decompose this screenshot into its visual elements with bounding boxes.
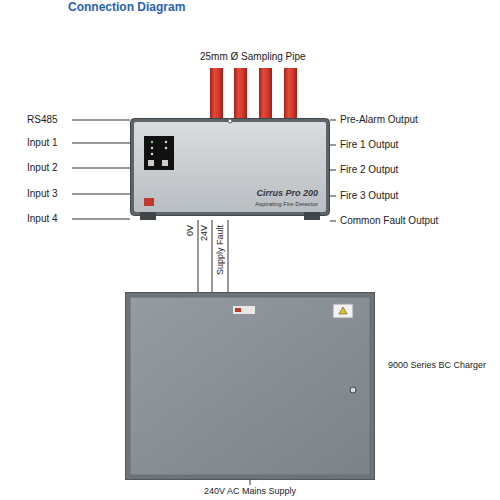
sampling-pipe (259, 68, 272, 120)
wire-line (198, 220, 199, 292)
signal-label: Fire 3 Output (340, 190, 398, 202)
wire-label: 24V (199, 225, 210, 241)
leader-line (72, 168, 130, 169)
node-art (125, 292, 375, 480)
mains-label: 240V AC Mains Supply (204, 486, 296, 497)
sampling-pipe (284, 68, 297, 120)
leader-line (330, 221, 336, 222)
leader-line (330, 145, 336, 146)
signal-label: Pre-Alarm Output (340, 114, 418, 126)
sampling-pipe (210, 68, 223, 120)
signal-label: Input 3 (27, 188, 58, 200)
charger-label: 9000 Series BC Charger (388, 360, 486, 371)
charger-illustration (125, 292, 375, 480)
wire-line (228, 220, 229, 292)
sampling-pipes (210, 68, 297, 120)
sampling-pipe (234, 68, 247, 120)
wire (212, 220, 213, 292)
wire (228, 220, 229, 292)
signal-label: Fire 2 Output (340, 164, 398, 176)
signal-label: Input 2 (27, 162, 58, 174)
signal-label: Input 4 (27, 213, 58, 225)
product-name: Cirrus Pro 200 (256, 188, 318, 199)
signal-label: Fire 1 Output (340, 139, 398, 151)
product-subtitle: Aspirating Fire Detector (255, 201, 318, 208)
pipe-label: 25mm Ø Sampling Pipe (200, 51, 306, 63)
wire-label: 0V (185, 225, 196, 236)
leader-line (72, 219, 130, 220)
wire-label: Supply Fault (215, 225, 226, 275)
charger-box: 9000 Series BC Charger (125, 292, 375, 480)
mains-lead (250, 480, 251, 485)
signal-label: Common Fault Output (340, 215, 438, 227)
signal-label: Input 1 (27, 137, 58, 149)
wire-line (212, 220, 213, 292)
leader-line (330, 120, 336, 121)
signal-label: RS485 (27, 114, 58, 126)
leader-line (330, 196, 336, 197)
leader-line (72, 194, 130, 195)
leader-line (330, 170, 336, 171)
detector-box: Cirrus Pro 200Aspirating Fire Detector (130, 118, 330, 220)
wire (198, 220, 199, 292)
leader-line (72, 120, 130, 121)
leader-line (72, 143, 130, 144)
diagram-title: Connection Diagram (68, 0, 185, 14)
